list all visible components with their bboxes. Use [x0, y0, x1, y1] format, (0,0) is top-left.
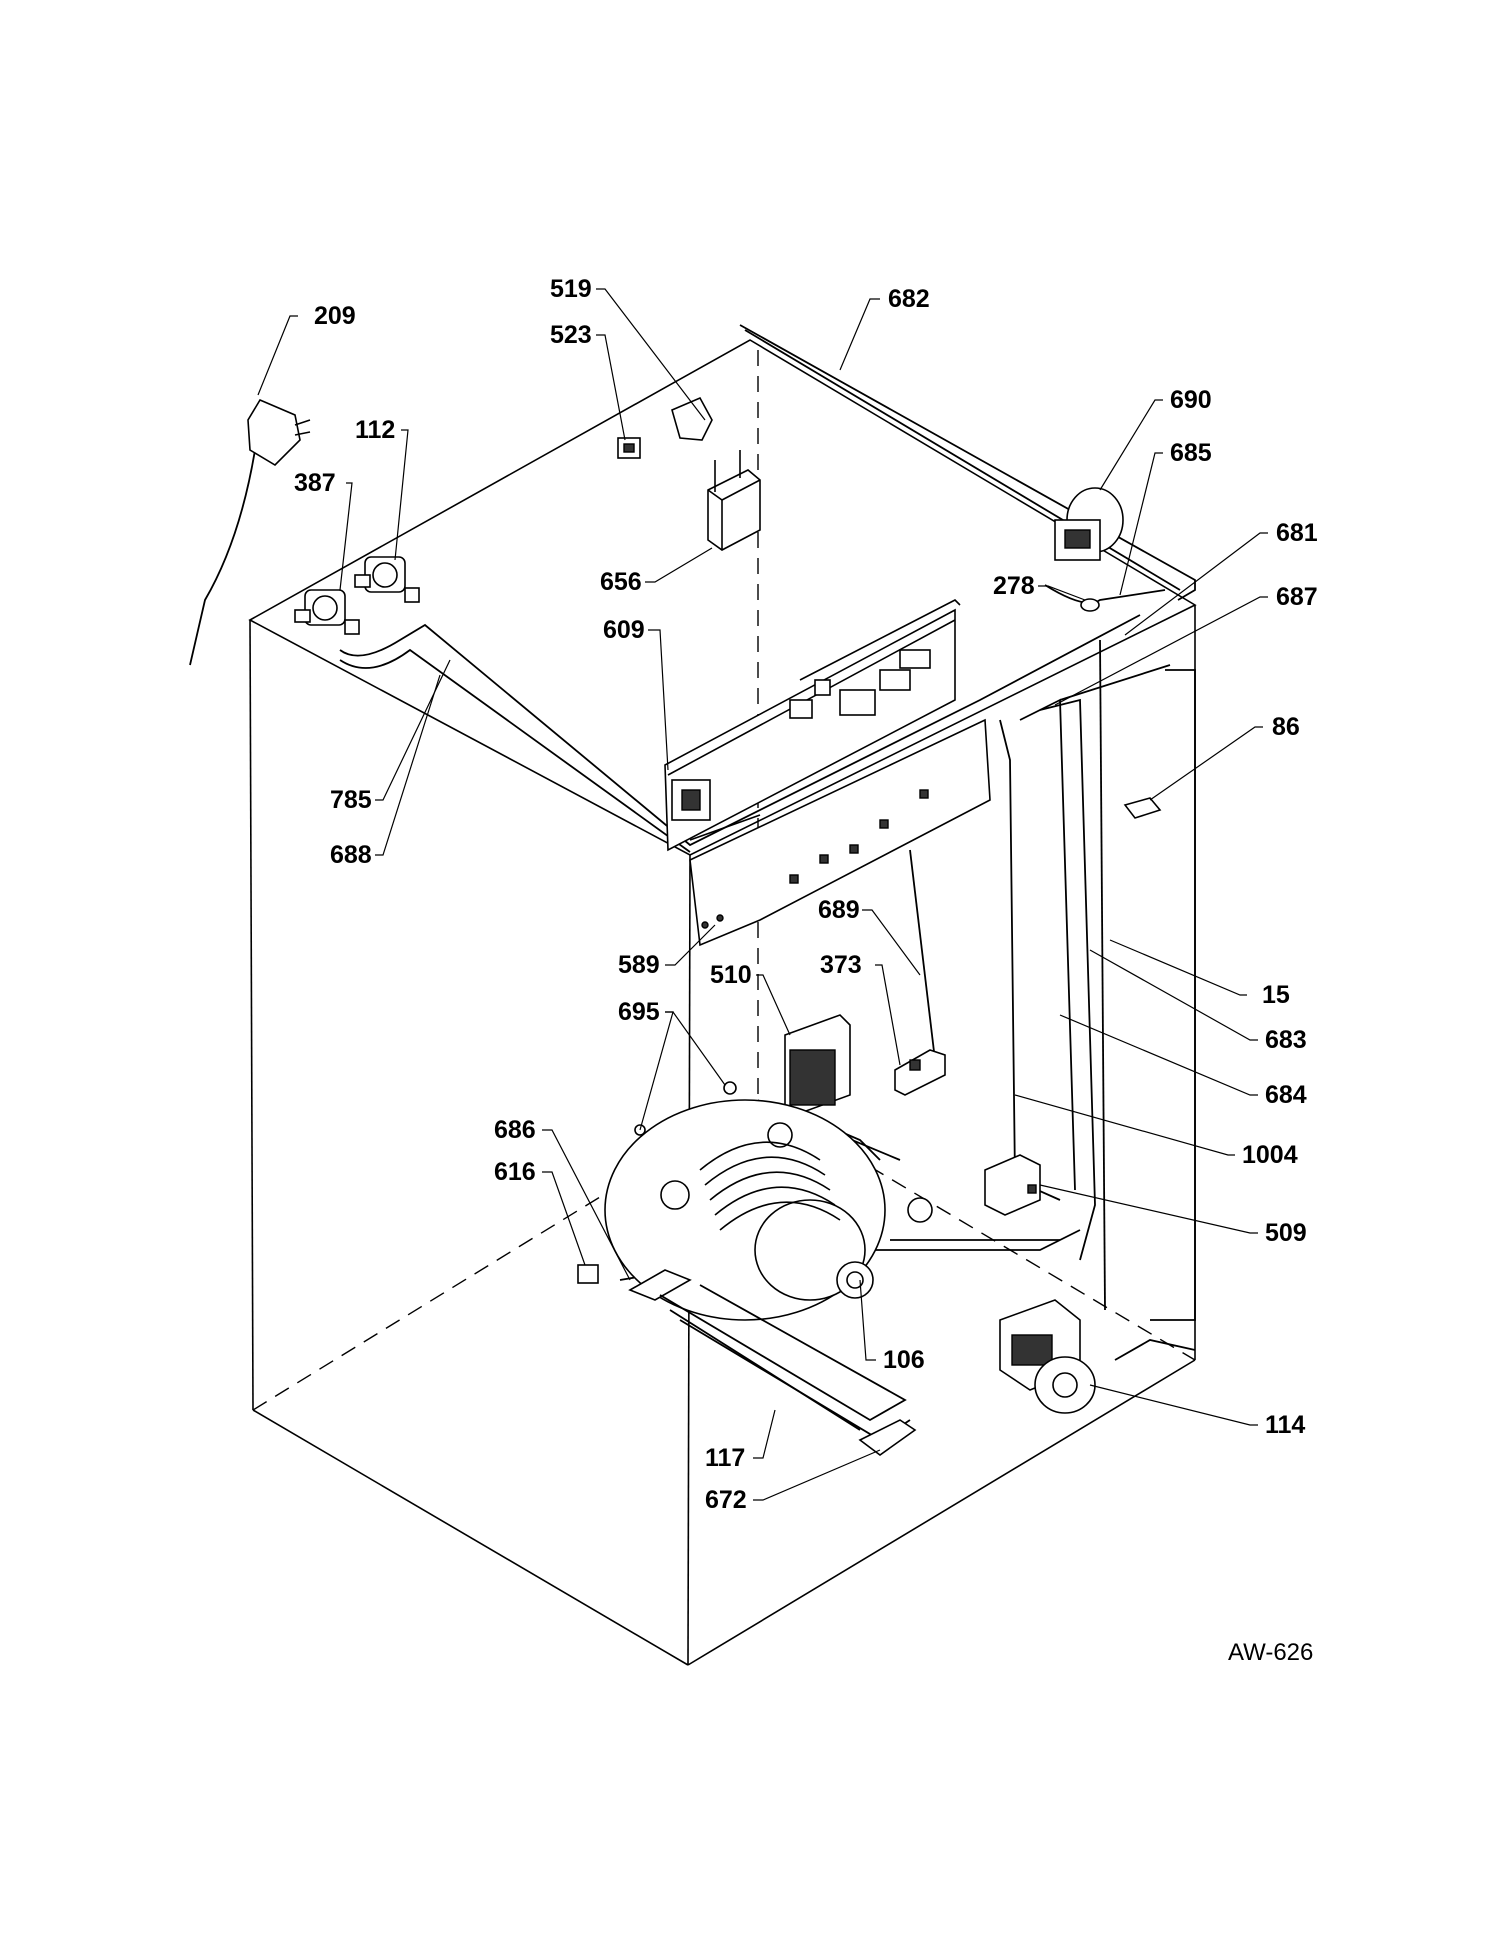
- screw-695-part: [634, 1081, 737, 1136]
- drain-pump-114-part: [999, 1299, 1096, 1414]
- callout-523: 523: [550, 321, 592, 349]
- callout-683: 683: [1265, 1026, 1307, 1054]
- control-board-part: [664, 599, 961, 852]
- motor-106-part: [604, 1099, 933, 1321]
- inlet-valve-parts: [294, 556, 420, 635]
- filter-656-part: [707, 450, 761, 551]
- drawing-code: AW-626: [1228, 1639, 1313, 1666]
- callout-106: 106: [883, 1346, 925, 1374]
- callout-373: 373: [820, 951, 862, 979]
- leader-lines: [257, 288, 1268, 1501]
- callout-616: 616: [494, 1158, 536, 1186]
- callout-695: 695: [618, 998, 660, 1026]
- callout-1004: 1004: [1242, 1141, 1298, 1169]
- callout-785: 785: [330, 786, 372, 814]
- callout-609: 609: [603, 616, 645, 644]
- top-small-parts: [617, 396, 713, 459]
- callout-117: 117: [705, 1444, 745, 1472]
- pressure-switch-part: [1054, 487, 1124, 561]
- callout-509: 509: [1265, 1219, 1307, 1247]
- heater-117-part: [628, 1269, 917, 1456]
- callout-15: 15: [1262, 981, 1290, 1009]
- callout-519: 519: [550, 275, 592, 303]
- callout-209: 209: [314, 302, 356, 330]
- callout-686: 686: [494, 1116, 536, 1144]
- grommet-278-part: [1080, 598, 1100, 612]
- callout-672: 672: [705, 1486, 747, 1514]
- callout-114: 114: [1265, 1411, 1305, 1439]
- connector-616-part: [577, 1264, 599, 1284]
- suppressor-510-part: [784, 1014, 851, 1116]
- callout-689: 689: [818, 896, 860, 924]
- bracket-86-part: [1123, 797, 1162, 819]
- callout-589: 589: [618, 951, 660, 979]
- callout-labels: 209 519 523 682 690 685 112 387 656 681 …: [294, 275, 1318, 1666]
- door-lock-373-part: [894, 1049, 946, 1096]
- callout-684: 684: [1265, 1081, 1307, 1109]
- callout-690: 690: [1170, 386, 1212, 414]
- callout-510: 510: [710, 961, 752, 989]
- power-cord-part: [189, 398, 311, 666]
- front-panel-589-part: [689, 718, 991, 947]
- callout-278: 278: [993, 572, 1035, 600]
- callout-112: 112: [355, 416, 395, 444]
- callout-681: 681: [1276, 519, 1318, 547]
- callout-688: 688: [330, 841, 372, 869]
- callout-685: 685: [1170, 439, 1212, 467]
- callout-656: 656: [600, 568, 642, 596]
- callout-387: 387: [294, 469, 336, 497]
- relay-509-part: [984, 1154, 1041, 1216]
- callout-86: 86: [1272, 713, 1300, 741]
- callout-682: 682: [888, 285, 930, 313]
- callout-687: 687: [1276, 583, 1318, 611]
